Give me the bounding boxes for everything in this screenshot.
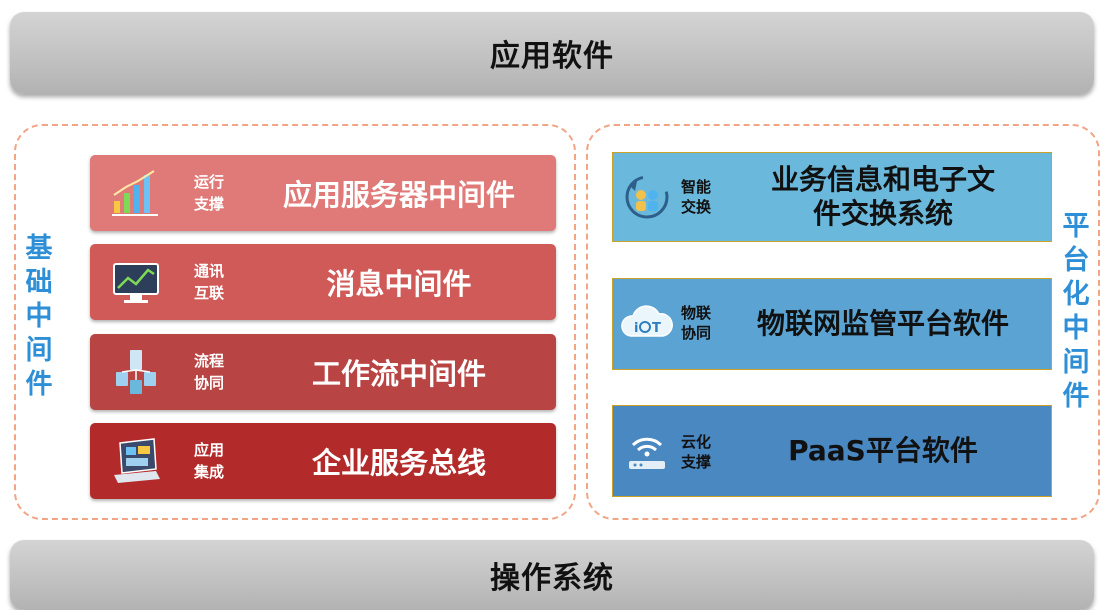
vlabel-char: 件 xyxy=(25,369,53,400)
vlabel-char: 件 xyxy=(1062,381,1090,412)
app-server-middleware-box: 运行 支撑 应用服务器中间件 xyxy=(90,155,556,231)
tag-line: 支撑 xyxy=(194,195,225,213)
iot-platform-box: i T 物联 协同 物联网监管平台软件 xyxy=(612,278,1052,370)
iot-platform-title: 物联网监管平台软件 xyxy=(721,279,1045,369)
operating-system-bar: 操作系统 xyxy=(10,540,1094,610)
tag-line: 协同 xyxy=(681,324,712,342)
process-collaboration-tag: 流程 协同 xyxy=(194,350,234,394)
monitor-chart-icon xyxy=(113,263,159,303)
vlabel-char: 间 xyxy=(25,335,53,366)
platform-middleware-group xyxy=(586,124,1100,520)
paas-platform-title: PaaS平台软件 xyxy=(721,406,1045,496)
tag-line: 支撑 xyxy=(681,453,712,471)
wifi-router-icon xyxy=(629,437,665,469)
vlabel-char: 基 xyxy=(25,233,53,264)
tag-line: 物联 xyxy=(681,304,712,322)
vlabel-char: 间 xyxy=(1062,347,1090,378)
message-middleware-title: 消息中间件 xyxy=(326,267,472,301)
title-line: PaaS平台软件 xyxy=(788,434,978,467)
document-exchange-box: 智能 交换 业务信息和电子文 件交换系统 xyxy=(612,152,1052,242)
tag-line: 互联 xyxy=(194,284,225,302)
enterprise-service-bus-box: 应用 集成 企业服务总线 xyxy=(90,423,556,499)
exchange-icon xyxy=(625,175,669,219)
cloud-support-tag: 云化 支撑 xyxy=(681,432,721,472)
tag-line: 智能 xyxy=(681,178,712,196)
tag-line: 交换 xyxy=(681,198,712,216)
basic-middleware-label: 基 础 中 间 件 xyxy=(22,232,56,402)
workflow-middleware-box: 流程 协同 工作流中间件 xyxy=(90,334,556,410)
tag-line: 流程 xyxy=(194,352,225,370)
tag-line: 协同 xyxy=(194,374,225,392)
title-line: 物联网监管平台软件 xyxy=(756,307,1009,340)
iot-collaboration-tag: 物联 协同 xyxy=(681,303,721,343)
tag-line: 通讯 xyxy=(194,262,225,280)
vlabel-char: 础 xyxy=(25,267,53,298)
tag-line: 集成 xyxy=(194,463,225,481)
network-devices-icon xyxy=(116,350,156,394)
communication-tag: 通讯 互联 xyxy=(194,260,234,304)
vlabel-char: 中 xyxy=(1062,313,1090,344)
app-server-middleware-title: 应用服务器中间件 xyxy=(282,178,515,212)
platform-middleware-label: 平 台 化 中 间 件 xyxy=(1059,210,1093,414)
enterprise-service-bus-title: 企业服务总线 xyxy=(311,446,486,480)
runtime-support-tag: 运行 支撑 xyxy=(194,171,234,215)
title-line: 件交换系统 xyxy=(812,197,953,230)
document-exchange-title: 业务信息和电子文 件交换系统 xyxy=(721,153,1045,241)
vlabel-char: 化 xyxy=(1062,279,1090,310)
svg-text:T: T xyxy=(652,321,661,336)
vlabel-char: 平 xyxy=(1062,211,1090,242)
app-integration-tag: 应用 集成 xyxy=(194,439,234,483)
workflow-middleware-title: 工作流中间件 xyxy=(311,357,486,391)
operating-system-label: 操作系统 xyxy=(490,561,614,596)
tag-line: 云化 xyxy=(681,433,712,451)
iot-cloud-icon: i T xyxy=(621,305,673,337)
smart-exchange-tag: 智能 交换 xyxy=(681,177,721,217)
tag-line: 应用 xyxy=(194,441,225,459)
tag-line: 运行 xyxy=(194,173,225,191)
basic-middleware-group xyxy=(14,124,576,520)
svg-text:i: i xyxy=(634,321,638,336)
bar-chart-icon xyxy=(112,170,158,216)
vlabel-char: 台 xyxy=(1062,245,1090,276)
laptop-icon xyxy=(114,438,160,483)
application-software-bar: 应用软件 xyxy=(10,12,1094,94)
application-software-label: 应用软件 xyxy=(490,39,614,74)
title-line: 业务信息和电子文 xyxy=(770,163,995,196)
vlabel-char: 中 xyxy=(25,301,53,332)
message-middleware-box: 通讯 互联 消息中间件 xyxy=(90,244,556,320)
paas-platform-box: 云化 支撑 PaaS平台软件 xyxy=(612,405,1052,497)
